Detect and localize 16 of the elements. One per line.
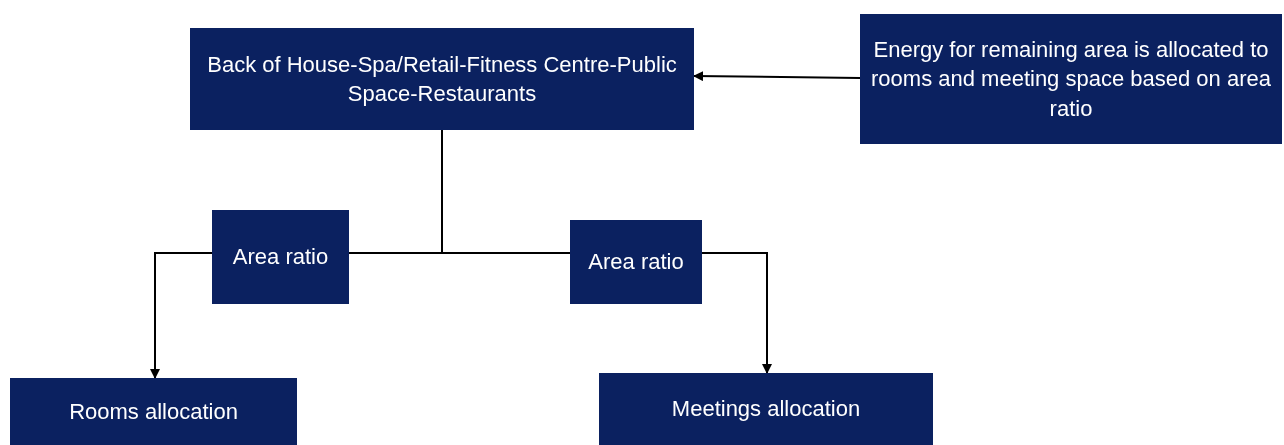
process-box xyxy=(190,28,694,130)
process-box xyxy=(570,220,702,304)
arrow xyxy=(701,252,772,374)
box-label: Area ratio xyxy=(588,248,684,277)
process-box xyxy=(599,373,933,445)
arrow xyxy=(150,252,213,379)
box-label: Back of House-Spa/Retail-Fitness Centre-Public Space-Restaurants xyxy=(206,50,678,108)
arrow xyxy=(693,71,861,82)
box-label: Meetings allocation xyxy=(671,395,861,424)
box-label: Energy for remaining area is allocated to rooms and meeting space based on area ratio xyxy=(870,36,1272,123)
process-box xyxy=(10,378,297,445)
connector-line xyxy=(441,129,571,254)
process-box xyxy=(860,14,1282,144)
box-label: Rooms allocation xyxy=(69,398,238,426)
box-label: Area ratio xyxy=(232,243,329,272)
process-box xyxy=(212,210,349,304)
